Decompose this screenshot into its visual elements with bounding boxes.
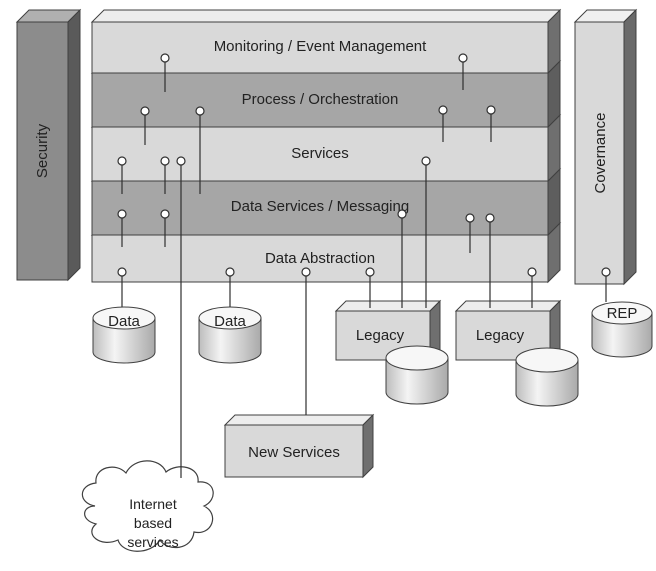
governance-label: Covernance xyxy=(592,113,609,194)
datastore-label: REP xyxy=(607,305,638,322)
security-pillar: Security xyxy=(15,8,82,282)
datastore-rep: REP xyxy=(591,301,653,358)
layer-monitoring-event-management: Monitoring / Event Management xyxy=(90,8,562,75)
datastore-data-2: Data xyxy=(198,306,262,364)
new-services-label: New Services xyxy=(248,444,340,461)
governance-pillar: Covernance xyxy=(573,8,638,286)
cloud-label-line-3: services xyxy=(127,534,178,550)
layer-label: Data Abstraction xyxy=(265,250,375,267)
connector-ports xyxy=(117,53,611,277)
connector-lines xyxy=(121,62,607,478)
cloud-label-line-1: Internet xyxy=(129,496,177,512)
legacy-database-2 xyxy=(515,347,579,407)
layer-label: Data Services / Messaging xyxy=(231,198,409,215)
cloud-label-line-2: based xyxy=(134,515,172,531)
layer-label: Process / Orchestration xyxy=(242,91,399,108)
datastore-label: Data xyxy=(214,313,246,330)
security-label: Security xyxy=(34,123,51,178)
layer-label: Services xyxy=(291,145,349,162)
layer-label: Monitoring / Event Management xyxy=(214,38,427,55)
internet-cloud: Internet based services xyxy=(81,460,214,552)
legacy-database-1 xyxy=(385,345,449,405)
legacy-label: Legacy xyxy=(356,327,405,344)
legacy-label: Legacy xyxy=(476,327,525,344)
datastore-data-1: Data xyxy=(92,306,156,364)
new-services-box: New Services xyxy=(223,413,375,479)
datastore-label: Data xyxy=(108,313,140,330)
